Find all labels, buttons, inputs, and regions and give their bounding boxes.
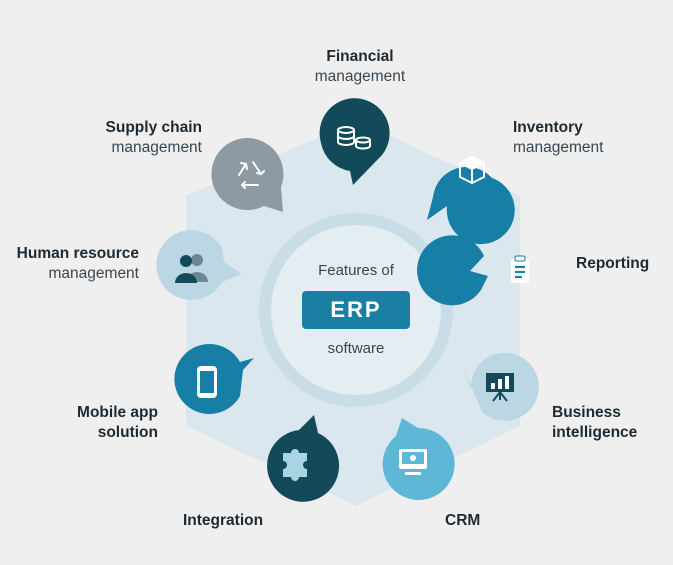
business-intelligence-node[interactable] (462, 352, 539, 421)
puzzle-piece-icon (283, 449, 307, 481)
supply-chain-bubble (211, 138, 284, 212)
label-integration: Integration (183, 511, 263, 531)
label-financial-sub: management (314, 68, 406, 85)
label-mobile-app: Mobile app solution (60, 403, 158, 443)
supply-chain-node[interactable] (211, 138, 284, 212)
label-inventory-title: Inventory (513, 119, 583, 136)
package-box-icon (459, 156, 485, 184)
label-reporting: Reporting (576, 254, 649, 274)
presentation-chart-icon (486, 373, 514, 402)
label-financial-title: Financial (326, 48, 394, 65)
smartphone-icon (197, 366, 217, 398)
erp-badge: ERP (302, 291, 410, 329)
human-resource-node[interactable] (156, 230, 242, 300)
center-subtitle: software (327, 340, 385, 357)
label-crm: CRM (445, 511, 480, 531)
label-mobile-app-sub: solution (97, 424, 158, 441)
users-icon (175, 254, 208, 283)
recycle-arrows-icon (238, 161, 265, 189)
inventory-node[interactable] (427, 156, 515, 245)
coins-stack-icon (337, 126, 371, 150)
label-integration-title: Integration (183, 512, 264, 529)
label-reporting-title: Reporting (576, 255, 650, 272)
reporting-node[interactable] (417, 235, 529, 306)
crm-node[interactable] (382, 418, 455, 500)
center-title: Features of (318, 262, 394, 279)
label-human-resource-sub: management (48, 265, 139, 282)
monitor-gear-icon (399, 449, 427, 475)
inventory-bubble (427, 166, 515, 245)
clipboard-report-icon (511, 255, 529, 283)
label-business-intelligence-title: Business (552, 404, 621, 421)
mobile-app-node[interactable] (174, 344, 254, 414)
label-human-resource-title: Human resource (16, 245, 139, 262)
label-supply-chain: Supply chain management (90, 118, 202, 158)
label-supply-chain-sub: management (111, 139, 202, 156)
label-financial: Financial management (306, 47, 414, 87)
financial-node[interactable] (319, 98, 390, 185)
integration-node[interactable] (267, 415, 340, 502)
label-business-intelligence-sub: intelligence (552, 424, 638, 441)
label-human-resource: Human resource management (4, 244, 139, 284)
label-inventory: Inventory management (513, 118, 603, 158)
label-crm-title: CRM (445, 512, 481, 529)
label-business-intelligence: Business intelligence (552, 403, 637, 443)
label-mobile-app-title: Mobile app (77, 404, 158, 421)
reporting-bubble (417, 235, 488, 306)
label-supply-chain-title: Supply chain (105, 119, 202, 136)
label-inventory-sub: management (513, 139, 604, 156)
